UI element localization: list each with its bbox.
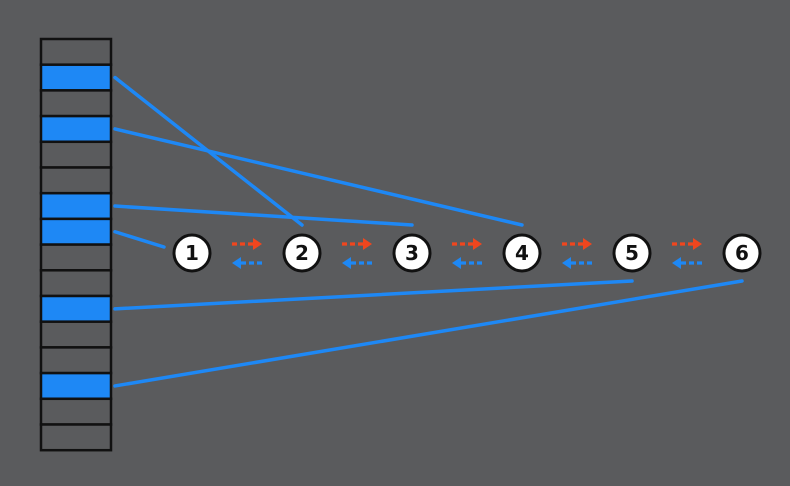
list-node-1: 1 (172, 233, 212, 273)
dashed-arrow-left-icon (672, 257, 702, 269)
memory-block (39, 37, 113, 452)
node-label: 4 (515, 241, 529, 265)
link-lines (113, 75, 744, 388)
node-label: 6 (735, 241, 749, 265)
memory-slot-empty (39, 89, 113, 118)
memory-slot-filled (39, 294, 113, 323)
dashed-arrow-left-icon (232, 257, 262, 269)
node-1-memory-link (113, 230, 166, 249)
node-label: 5 (625, 241, 639, 265)
memory-slot-empty (39, 166, 113, 195)
memory-slot-filled (39, 114, 113, 144)
memory-slot-empty (39, 397, 113, 426)
memory-slot-empty (39, 140, 113, 169)
node-5-memory-link (113, 279, 634, 311)
memory-slot-empty (39, 346, 113, 375)
memory-slot-filled (39, 371, 113, 401)
node-6-memory-link (113, 279, 744, 388)
memory-slot-filled (39, 63, 113, 92)
memory-slot-empty (39, 320, 113, 349)
node-4-memory-link (113, 127, 524, 227)
dashed-arrow-left-icon (562, 257, 592, 269)
list-node-6: 6 (722, 233, 762, 273)
dashed-arrow-right-icon (452, 238, 482, 250)
dashed-arrow-left-icon (342, 257, 372, 269)
memory-slot-empty (39, 243, 113, 272)
dashed-arrow-left-icon (452, 257, 482, 269)
memory-slot-filled (39, 217, 113, 246)
memory-slot-empty (39, 423, 113, 452)
memory-slot-filled (39, 191, 113, 221)
node-label: 1 (185, 241, 199, 265)
dashed-arrow-right-icon (562, 238, 592, 250)
dashed-arrow-right-icon (342, 238, 372, 250)
dashed-arrow-right-icon (232, 238, 262, 250)
node-label: 3 (405, 241, 419, 265)
nodes-layer: 1 2 3 4 5 6 (172, 233, 762, 273)
node-3-memory-link (113, 204, 414, 227)
memory-slot-empty (39, 37, 113, 66)
list-node-2: 2 (282, 233, 322, 273)
memory-slot-empty (39, 269, 113, 298)
list-node-3: 3 (392, 233, 432, 273)
dashed-arrow-right-icon (672, 238, 702, 250)
node-label: 2 (295, 241, 309, 265)
arrows-layer (232, 238, 702, 269)
list-node-5: 5 (612, 233, 652, 273)
list-node-4: 4 (502, 233, 542, 273)
